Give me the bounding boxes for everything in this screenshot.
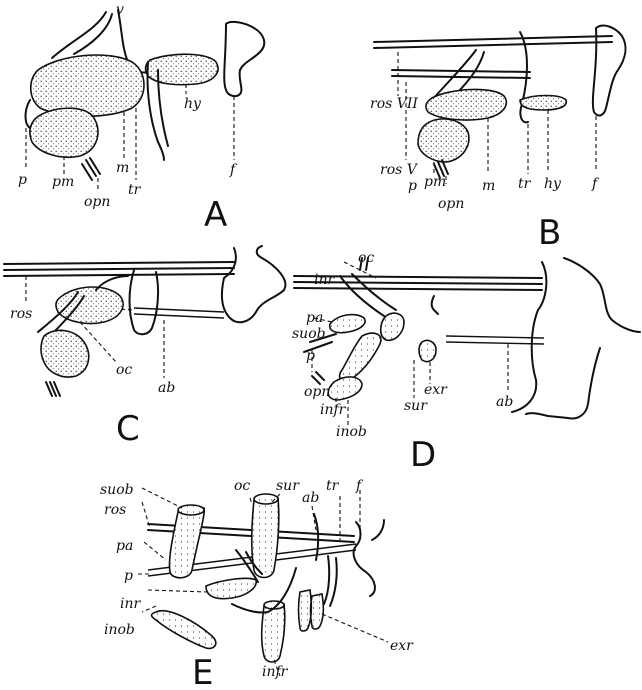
- label-c-oc: oc: [116, 362, 132, 378]
- panel-letter-a: A: [204, 195, 227, 235]
- panel-letter-c: C: [116, 409, 140, 449]
- label-b-m: m: [482, 178, 495, 194]
- label-e-suob: suob: [100, 482, 134, 498]
- label-e-ab: ab: [302, 490, 319, 506]
- d-infr-inob-muscle: [328, 377, 362, 400]
- structure-b-f: [593, 26, 626, 116]
- label-b-tr: tr: [518, 176, 532, 192]
- label-b-rosv: ros V: [380, 162, 419, 178]
- label-e-tr: tr: [326, 478, 340, 494]
- stippled-mass-b-hy: [520, 96, 566, 111]
- label-a-f: f: [229, 162, 238, 178]
- label-b-hy: hy: [544, 176, 562, 192]
- label-a-hy: hy: [184, 96, 202, 112]
- label-d-oc: oc: [358, 250, 374, 266]
- label-b-opn: opn: [438, 196, 464, 212]
- panel-b: ros VII ros V p pm opn m tr hy f B: [370, 26, 625, 253]
- label-e-inob: inob: [104, 622, 135, 638]
- label-d-exr: exr: [424, 382, 448, 398]
- e-inob-cylinder: [152, 611, 216, 649]
- label-e-exr: exr: [390, 638, 414, 654]
- label-e-ros: ros: [104, 502, 126, 518]
- label-e-infr: infr: [262, 664, 289, 680]
- label-d-suob: suob: [292, 326, 326, 342]
- panel-c: ros oc ab C: [4, 246, 285, 449]
- d-oc-muscle: [381, 313, 404, 340]
- label-e-f: f: [355, 478, 364, 494]
- label-b-rosvii: ros VII: [370, 96, 418, 112]
- stippled-mass-b-lower: [418, 119, 469, 162]
- stippled-mass-hy: [146, 54, 218, 84]
- label-c-ros: ros: [10, 306, 32, 322]
- label-d-sur: sur: [404, 398, 428, 414]
- label-a-m: m: [116, 160, 129, 176]
- label-e-inr: inr: [120, 596, 141, 612]
- stippled-mass-pm-lower: [30, 108, 98, 157]
- e-structure-f: [354, 520, 384, 596]
- stippled-mass-c-lower: [41, 330, 89, 377]
- d-inr-muscle: [340, 333, 381, 381]
- label-a-opn: opn: [84, 194, 110, 210]
- panel-letter-e: E: [192, 653, 213, 690]
- e-exr-cylinders: [299, 590, 324, 631]
- label-e-p: p: [124, 568, 133, 584]
- label-e-sur: sur: [276, 478, 300, 494]
- label-a-tr: tr: [128, 182, 142, 198]
- label-c-ab: ab: [158, 380, 175, 396]
- d-pa-suob-muscle: [330, 315, 365, 333]
- panel-d: oc inr pa suob p opn infr inob sur exr a…: [292, 250, 640, 475]
- label-d-infr: infr: [320, 402, 347, 418]
- structure-c-head: [222, 246, 285, 322]
- label-d-inr: inr: [314, 272, 335, 288]
- label-d-p: p: [306, 348, 315, 364]
- label-b-p: p: [408, 178, 417, 194]
- panel-e: suob ros pa p inr inob oc sur ab tr f ex…: [100, 478, 414, 690]
- label-b-f: f: [591, 176, 600, 192]
- label-e-pa: pa: [116, 538, 133, 554]
- label-a-pm: pm: [52, 174, 74, 190]
- stippled-mass-pm-upper: [31, 55, 144, 116]
- label-d-inob: inob: [336, 424, 367, 440]
- opn-nerve-stub: [82, 158, 100, 180]
- label-d-pa: pa: [306, 310, 323, 326]
- label-b-pm: pm: [424, 174, 446, 190]
- structure-d-head: [564, 258, 640, 332]
- structure-c-trunk: [130, 270, 159, 334]
- e-inr-cylinder: [206, 578, 256, 598]
- e-suob-cylinder: [169, 508, 204, 578]
- label-a-p: p: [18, 172, 27, 188]
- panel-letter-b: B: [538, 213, 561, 253]
- panel-a: v p pm opn m tr hy f A: [18, 2, 264, 235]
- label-d-opn: opn: [304, 384, 330, 400]
- panel-letter-d: D: [410, 435, 436, 475]
- d-sur-exr-muscle: [419, 340, 436, 361]
- label-d-ab: ab: [496, 394, 513, 410]
- label-a-v: v: [116, 2, 124, 18]
- label-e-oc: oc: [234, 478, 250, 494]
- structure-f: [224, 22, 264, 96]
